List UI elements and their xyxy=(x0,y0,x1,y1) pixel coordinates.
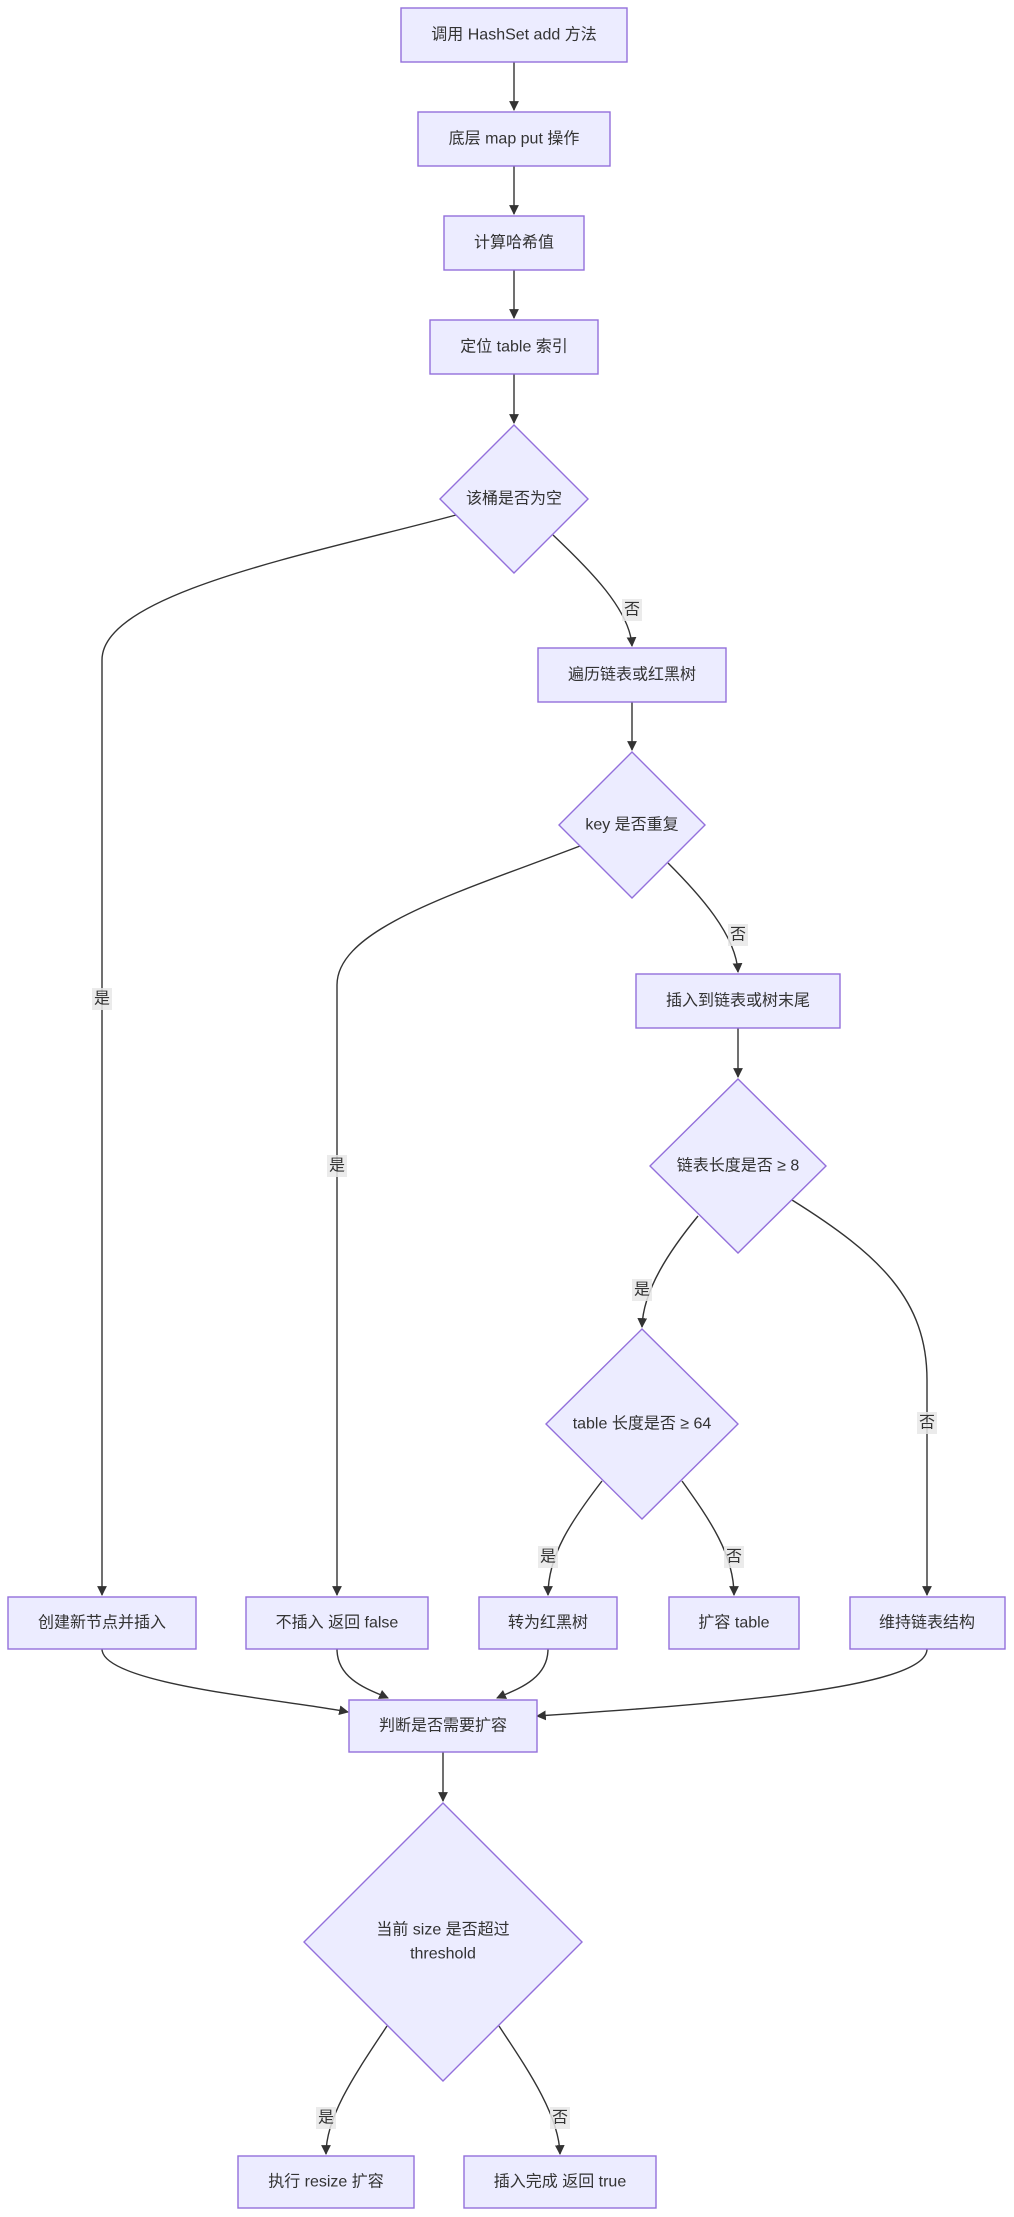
node-label: 链表长度是否 ≥ 8 xyxy=(677,1157,800,1175)
edge-n5-n11 xyxy=(97,514,457,1596)
edge-label-n17-n18: 是 xyxy=(316,2107,336,2129)
node-label: 插入完成 返回 true xyxy=(494,2173,627,2191)
edge-n13-n16 xyxy=(496,1648,549,1699)
node-insert-complete-return-true: 插入完成 返回 true xyxy=(463,2155,657,2209)
edge-n9-n10 xyxy=(637,1215,699,1328)
edge-label-n7-n12: 是 xyxy=(327,1155,347,1177)
node-check-need-resize: 判断是否需要扩容 xyxy=(348,1699,538,1753)
edge-n10-n13 xyxy=(543,1480,603,1596)
node-convert-to-red-black-tree: 转为红黑树 xyxy=(478,1596,618,1650)
edge-n9-n15 xyxy=(791,1199,932,1596)
decision-list-length-ge-8: 链表长度是否 ≥ 8 xyxy=(649,1078,827,1254)
edge-label-no: 否 xyxy=(552,2110,568,2127)
node-label-line2: threshold xyxy=(410,1946,476,1963)
node-label: 执行 resize 扩容 xyxy=(268,2173,384,2191)
node-label-line1: 当前 size 是否超过 xyxy=(376,1921,509,1939)
nodes: 调用 HashSet add 方法 底层 map put 操作 计算哈希值 定位… xyxy=(7,7,1006,2209)
decision-size-exceeds-threshold: 当前 size 是否超过 threshold xyxy=(303,1802,583,2082)
edge-label-no: 否 xyxy=(624,602,640,619)
node-resize-table: 扩容 table xyxy=(668,1596,800,1650)
node-label: 遍历链表或红黑树 xyxy=(568,666,696,684)
edge-label-yes: 是 xyxy=(318,2110,334,2127)
edge-label-n10-n13: 是 xyxy=(538,1546,558,1568)
edge-label-n9-n10: 是 xyxy=(632,1279,652,1301)
node-keep-list-structure: 维持链表结构 xyxy=(849,1596,1006,1650)
node-label: 该桶是否为空 xyxy=(466,490,562,508)
edge-label-yes: 是 xyxy=(634,1282,650,1299)
edge-label-n17-n19: 否 xyxy=(550,2107,570,2129)
node-execute-resize: 执行 resize 扩容 xyxy=(237,2155,415,2209)
node-traverse-list-or-tree: 遍历链表或红黑树 xyxy=(537,647,727,703)
edge-n10-n14 xyxy=(681,1480,739,1596)
edges xyxy=(97,62,932,2155)
node-locate-table-index: 定位 table 索引 xyxy=(429,319,599,375)
node-map-put: 底层 map put 操作 xyxy=(417,111,611,167)
edge-label-no: 否 xyxy=(919,1415,935,1432)
edge-n11-n16 xyxy=(101,1648,349,1716)
edge-labels: 是 否 是 否 是 否 是 否 xyxy=(92,599,937,2129)
node-call-hashset-add: 调用 HashSet add 方法 xyxy=(400,7,628,63)
edge-label-yes: 是 xyxy=(94,991,110,1008)
decision-table-length-ge-64: table 长度是否 ≥ 64 xyxy=(545,1328,739,1520)
node-no-insert-return-false: 不插入 返回 false xyxy=(245,1596,429,1650)
edge-label-n10-n14: 否 xyxy=(724,1546,744,1568)
edge-label-no: 否 xyxy=(730,927,746,944)
node-label: table 长度是否 ≥ 64 xyxy=(573,1415,712,1433)
edge-n12-n16 xyxy=(336,1648,389,1699)
node-label: 扩容 table xyxy=(698,1614,769,1632)
edge-n17-n19 xyxy=(498,2025,565,2155)
node-label: 判断是否需要扩容 xyxy=(379,1717,507,1735)
edge-label-n5-n6: 否 xyxy=(622,599,642,621)
decision-bucket-empty: 该桶是否为空 xyxy=(439,424,589,574)
edge-label-n9-n15: 否 xyxy=(917,1412,937,1434)
node-label: 底层 map put 操作 xyxy=(449,130,580,148)
node-label: 不插入 返回 false xyxy=(276,1614,399,1632)
edge-label-yes: 是 xyxy=(329,1158,345,1175)
node-label: 维持链表结构 xyxy=(879,1614,975,1632)
edge-label-n5-n11: 是 xyxy=(92,988,112,1010)
node-label: 插入到链表或树末尾 xyxy=(666,992,810,1010)
edge-label-yes: 是 xyxy=(540,1549,556,1566)
node-label: 转为红黑树 xyxy=(508,1614,588,1632)
edge-n7-n8 xyxy=(667,862,743,973)
decision-key-duplicate: key 是否重复 xyxy=(558,751,706,899)
edge-label-no: 否 xyxy=(726,1549,742,1566)
edge-label-n7-n8: 否 xyxy=(728,924,748,946)
node-insert-at-tail: 插入到链表或树末尾 xyxy=(635,973,841,1029)
node-create-new-node: 创建新节点并插入 xyxy=(7,1596,197,1650)
edge-n7-n12 xyxy=(332,845,581,1596)
node-label: 创建新节点并插入 xyxy=(38,1614,166,1632)
node-label: 调用 HashSet add 方法 xyxy=(431,26,596,44)
node-compute-hash: 计算哈希值 xyxy=(443,215,585,271)
node-label: key 是否重复 xyxy=(585,816,678,834)
node-label: 计算哈希值 xyxy=(474,233,554,252)
edge-n5-n6 xyxy=(552,534,637,647)
edge-n17-n18 xyxy=(321,2025,388,2155)
node-label: 定位 table 索引 xyxy=(460,338,568,356)
edge-n15-n16 xyxy=(536,1648,928,1721)
